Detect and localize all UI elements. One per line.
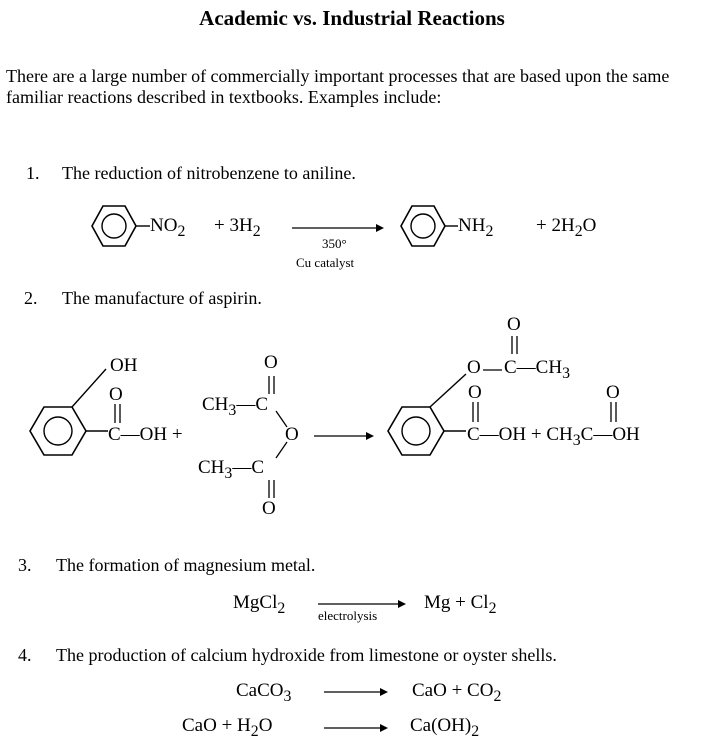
hydrogen-reactant: + 3H2 — [214, 215, 261, 240]
anhydride-o-top: O — [264, 352, 278, 373]
carbonyl-o-1: O — [109, 384, 123, 405]
ester-o: O — [467, 357, 481, 378]
anhydride-o-bottom: O — [262, 498, 276, 519]
calcium-hydroxide: Ca(OH)2 — [410, 715, 480, 740]
condition-electrolysis: electrolysis — [318, 608, 378, 623]
anhydride-acetyl-bottom: CH3—C — [198, 457, 265, 482]
anhydride-bridge-o: O — [285, 424, 299, 445]
nitro-group: NO2 — [150, 215, 186, 240]
carboxyl-group: C—OH + — [108, 424, 183, 445]
calcium-oxide-co2: CaO + CO2 — [412, 680, 502, 705]
water-product: + 2H2O — [536, 215, 597, 240]
aspirin-carboxyl-and-acetic-acid: C—OH + CH3C—OH — [467, 424, 640, 449]
intro-paragraph: There are a large number of commercially… — [6, 66, 670, 107]
item-number-4: 4. — [18, 645, 32, 665]
item-text-1: The reduction of nitrobenzene to aniline… — [62, 163, 356, 183]
condition-catalyst: Cu catalyst — [296, 255, 355, 270]
ester-acetyl: C—CH3 — [504, 357, 570, 382]
ester-carbonyl-o: O — [507, 314, 521, 335]
calcium-carbonate: CaCO3 — [236, 680, 292, 705]
calcium-oxide-water: CaO + H2O — [182, 715, 273, 740]
item-number-3: 3. — [18, 555, 32, 575]
hydroxyl-group: OH — [110, 355, 138, 376]
magnesium-chloride: MgCl2 — [233, 592, 286, 617]
item-number-2: 2. — [24, 288, 38, 308]
amino-group: NH2 — [458, 215, 494, 240]
item-number-1: 1. — [26, 163, 40, 183]
item-text-4: The production of calcium hydroxide from… — [56, 645, 557, 665]
magnesium-chlorine-products: Mg + Cl2 — [424, 592, 497, 617]
page-title: Academic vs. Industrial Reactions — [199, 6, 505, 30]
item-text-2: The manufacture of aspirin. — [62, 288, 262, 308]
aspirin-carbonyl-o: O — [468, 382, 482, 403]
anhydride-acetyl-top: CH3—C — [202, 394, 269, 419]
condition-temperature: 350° — [322, 236, 347, 251]
item-text-3: The formation of magnesium metal. — [56, 555, 316, 575]
acetic-carbonyl-o: O — [606, 382, 620, 403]
